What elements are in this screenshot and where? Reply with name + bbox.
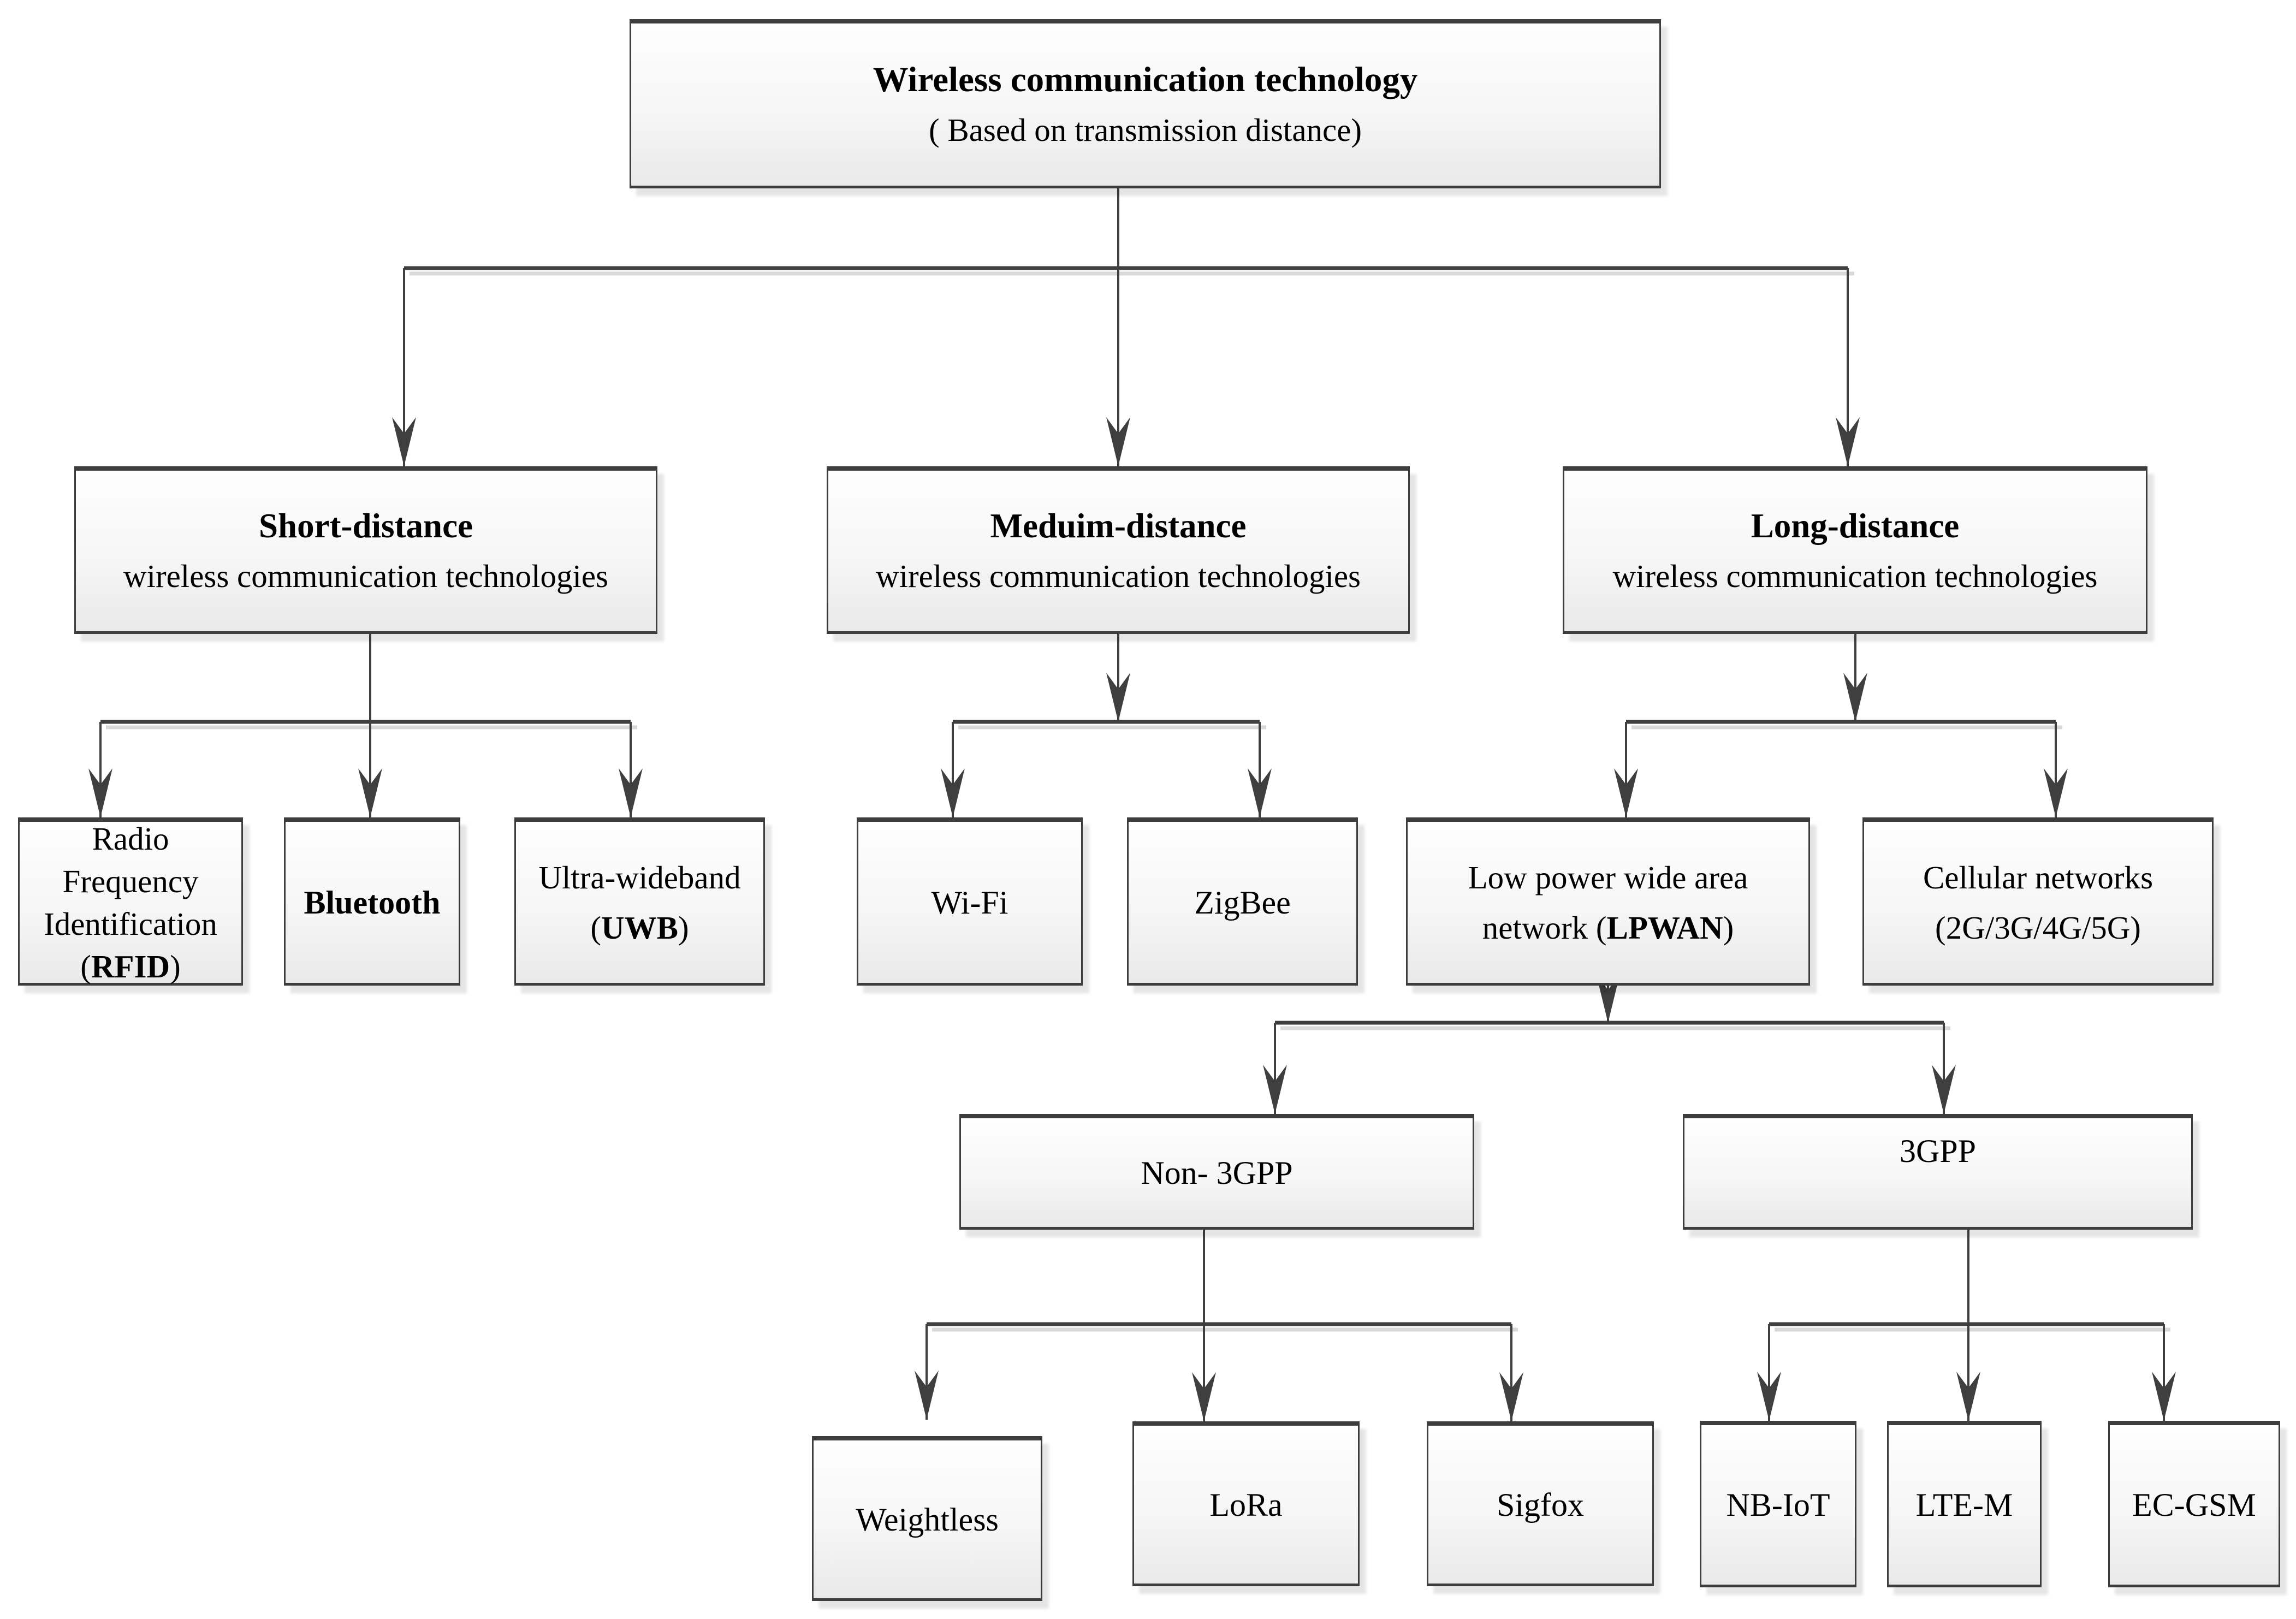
node-subtitle: wireless communication technologies <box>123 558 609 594</box>
node-bluetooth: Bluetooth <box>284 817 460 986</box>
node-sigfox: Sigfox <box>1427 1421 1654 1586</box>
node-subtitle: wireless communication technologies <box>875 558 1361 594</box>
node-lpwan: Low power wide area network (LPWAN) <box>1406 817 1810 986</box>
node-root: Wireless communication technology ( Base… <box>630 19 1661 188</box>
node-label: Weightless <box>856 1501 999 1538</box>
node-title: Long-distance <box>1751 507 1960 545</box>
root-title: Wireless communication technology <box>873 60 1418 99</box>
node-label: Sigfox <box>1496 1486 1585 1523</box>
node-title: Short-distance <box>259 507 473 545</box>
node-lte-m: LTE-M <box>1887 1421 2042 1587</box>
node-medium-distance: Meduim-distance wireless communication t… <box>827 466 1410 634</box>
node-uwb: Ultra-wideband (UWB) <box>514 817 765 986</box>
node-label: EC-GSM <box>2132 1487 2256 1523</box>
root-subtitle: ( Based on transmission distance) <box>928 111 1362 148</box>
node-label: LoRa <box>1209 1486 1283 1523</box>
node-lora: LoRa <box>1132 1421 1360 1586</box>
node-weightless: Weightless <box>812 1436 1042 1601</box>
node-label: NB-IoT <box>1726 1487 1830 1523</box>
connector-arrows <box>88 188 2176 1421</box>
node-short-distance: Short-distance wireless communication te… <box>74 466 657 634</box>
node-line: (RFID) <box>80 948 181 985</box>
node-wifi: Wi-Fi <box>857 817 1083 986</box>
node-line: network (LPWAN) <box>1482 909 1734 946</box>
node-cellular-networks: Cellular networks (2G/3G/4G/5G) <box>1862 817 2214 986</box>
node-label: ZigBee <box>1194 884 1291 921</box>
node-3gpp: 3GPP <box>1683 1114 2193 1230</box>
node-line: Frequency <box>62 863 199 899</box>
node-ec-gsm: EC-GSM <box>2108 1421 2280 1587</box>
node-non-3gpp: Non- 3GPP <box>959 1114 1474 1230</box>
node-line: Low power wide area <box>1468 859 1748 896</box>
node-long-distance: Long-distance wireless communication tec… <box>1563 466 2147 634</box>
node-label: LTE-M <box>1915 1487 2013 1523</box>
node-label: 3GPP <box>1899 1132 1977 1169</box>
node-line: Radio <box>92 820 169 857</box>
node-line: Identification <box>44 905 217 942</box>
node-line: (2G/3G/4G/5G) <box>1935 909 2141 946</box>
node-line: Ultra-wideband <box>538 859 741 896</box>
connector-bars <box>100 266 2164 1326</box>
node-rfid: Radio Frequency Identification (RFID) <box>18 817 243 986</box>
node-title: Meduim-distance <box>990 507 1247 545</box>
node-nb-iot: NB-IoT <box>1700 1421 1856 1587</box>
node-line: (UWB) <box>590 909 689 946</box>
connector-bar-shadows <box>106 271 2170 1332</box>
node-label: Wi-Fi <box>931 884 1008 921</box>
node-zigbee: ZigBee <box>1127 817 1358 986</box>
node-line: Cellular networks <box>1923 859 2153 896</box>
node-label: Non- 3GPP <box>1141 1154 1293 1191</box>
node-label: Bluetooth <box>304 884 441 921</box>
node-subtitle: wireless communication technologies <box>1612 558 2098 594</box>
